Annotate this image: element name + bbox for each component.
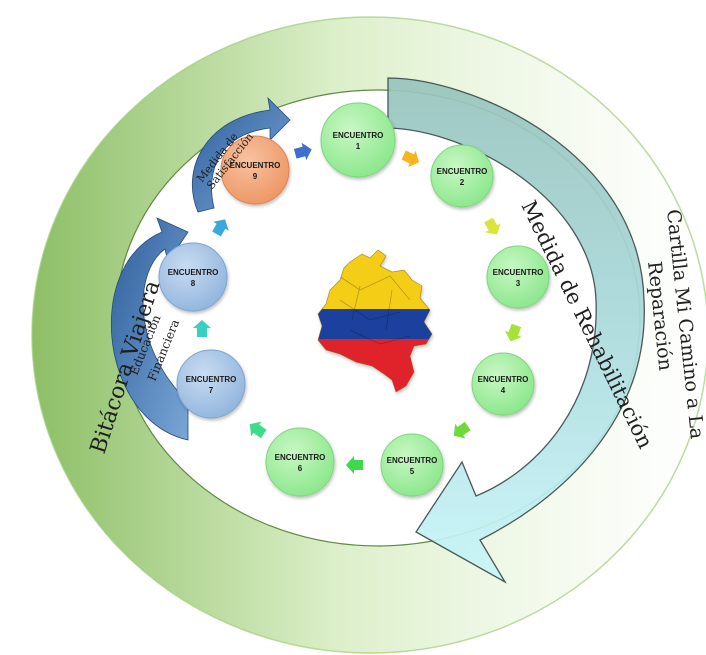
encounter-7: ENCUENTRO 7 [176, 349, 246, 419]
encounter-number: 1 [356, 142, 361, 151]
chevron-arrow-icon [249, 421, 267, 439]
encounter-label: ENCUENTRO [387, 456, 438, 465]
chevron-arrow-icon [401, 150, 420, 168]
encounter-8: ENCUENTRO 8 [158, 242, 228, 312]
encounter-circle [486, 245, 550, 309]
satisfaction-curved-arrow [191, 96, 291, 213]
encounter-2: ENCUENTRO 2 [430, 144, 494, 208]
encounter-circle [176, 349, 246, 419]
encounter-circles: ENCUENTRO1ENCUENTRO2ENCUENTRO3ENCUENTRO4… [158, 102, 550, 497]
chevron-arrow-icon [293, 142, 312, 161]
education-curved-arrow [110, 217, 189, 441]
encounter-6: ENCUENTRO 6 [265, 427, 335, 497]
encounter-circle [158, 242, 228, 312]
encounter-number: 7 [209, 386, 214, 395]
encounter-label: ENCUENTRO [493, 268, 544, 277]
chevron-arrow-icon [212, 219, 229, 237]
encounter-4: ENCUENTRO 4 [471, 352, 535, 416]
encounter-circle [380, 433, 444, 497]
encounter-label: ENCUENTRO [437, 167, 488, 176]
encounter-number: 8 [191, 279, 196, 288]
chevron-arrow-icon [193, 320, 211, 337]
encounter-label: ENCUENTRO [478, 375, 529, 384]
encounter-label: ENCUENTRO [275, 453, 326, 462]
encounter-label: ENCUENTRO [168, 268, 219, 277]
encounter-circle [265, 427, 335, 497]
encounter-label: ENCUENTRO [333, 131, 384, 140]
encounter-circle [320, 102, 396, 178]
rehabilitation-big-arrow [387, 77, 645, 584]
encounter-label: ENCUENTRO [230, 161, 281, 170]
encounter-circle [471, 352, 535, 416]
chevron-arrow-icon [484, 217, 501, 235]
chevron-arrow-icon [504, 323, 522, 342]
encounter-1: ENCUENTRO 1 [320, 102, 396, 178]
chevron-arrow-icon [453, 421, 471, 439]
encounter-number: 5 [410, 467, 415, 476]
chevron-arrow-icon [346, 456, 363, 474]
encounter-9: ENCUENTRO 9 [220, 135, 290, 205]
connector-arrows [193, 142, 522, 474]
encounter-5: ENCUENTRO 5 [380, 433, 444, 497]
encounter-3: ENCUENTRO 3 [486, 245, 550, 309]
encounter-number: 6 [298, 464, 303, 473]
encounter-label: ENCUENTRO [186, 375, 237, 384]
encounter-circle [430, 144, 494, 208]
encounter-number: 2 [460, 178, 465, 187]
encounter-circle [220, 135, 290, 205]
encounter-number: 3 [516, 279, 521, 288]
encounter-number: 4 [501, 386, 506, 395]
encounter-number: 9 [253, 172, 258, 181]
